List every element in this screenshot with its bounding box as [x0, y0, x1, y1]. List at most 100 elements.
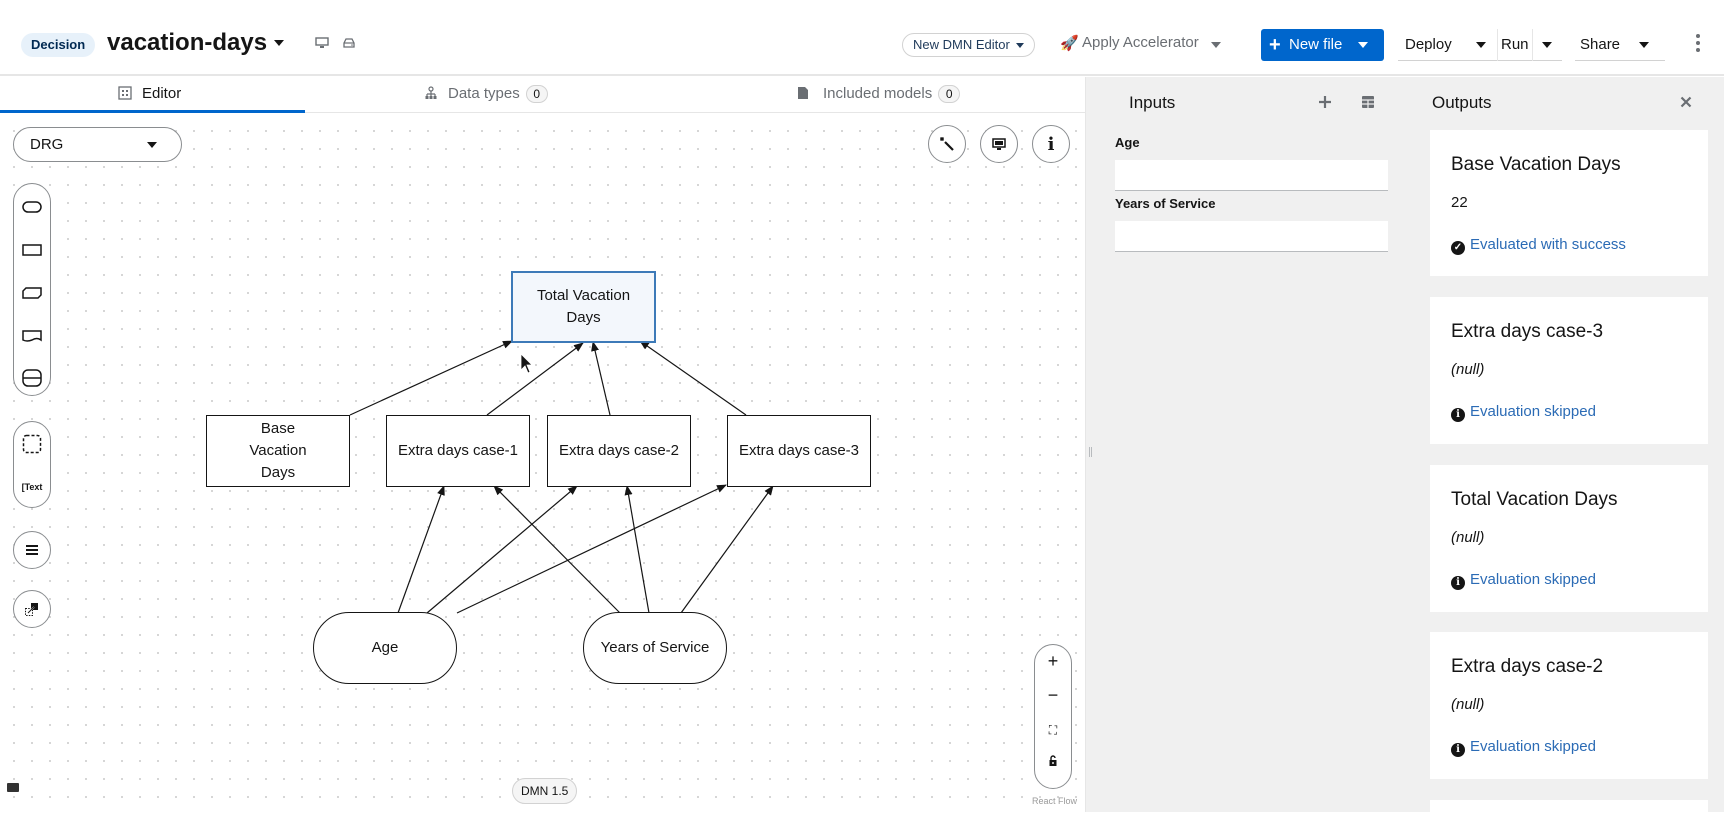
node-label: Total Vacation Days [536, 287, 631, 326]
table-view-icon[interactable] [1361, 95, 1375, 109]
title-dropdown-icon[interactable] [274, 40, 284, 46]
edge-yos-to-case3[interactable] [680, 485, 774, 614]
data-types-icon [425, 86, 437, 99]
list-icon [26, 545, 38, 555]
age-input[interactable] [1115, 160, 1388, 191]
chevron-down-icon [1015, 43, 1024, 49]
text-annotation-tool[interactable]: [Text [20, 477, 44, 497]
years-of-service-input[interactable] [1115, 221, 1388, 252]
text-tool-label: Text [24, 482, 43, 492]
lock-button[interactable] [1035, 755, 1071, 770]
edge-base-to-total[interactable] [349, 340, 513, 416]
diagram-canvas[interactable]: DRG i [Text [0, 114, 1085, 812]
file-title[interactable]: vacation-days [107, 29, 268, 56]
monitor-icon [992, 138, 1006, 150]
drg-view-select[interactable]: DRG [13, 127, 182, 162]
auto-layout-button[interactable] [928, 125, 966, 163]
status-label: Evaluation skipped [1470, 738, 1596, 755]
chevron-down-icon [1476, 42, 1486, 48]
apply-accelerator-button[interactable]: Apply Accelerator [1082, 34, 1199, 51]
input-data-node-tool[interactable] [22, 197, 42, 217]
magic-wand-icon [940, 137, 954, 151]
decision-node-extra-days-case-1[interactable]: Extra days case-1 [386, 415, 530, 487]
run-label: Run [1501, 36, 1529, 53]
output-card-title: Extra days case-3 [1451, 321, 1604, 342]
chevron-down-icon [1639, 42, 1649, 48]
input-node-age[interactable]: Age [313, 612, 457, 684]
decision-node-base-vacation-days[interactable]: Base Vacation Days [206, 415, 350, 487]
new-file-button[interactable]: + New file [1261, 29, 1384, 61]
grip-icon [1089, 447, 1092, 457]
lock-icon [1049, 755, 1057, 766]
fit-view-icon: ⛶ [1048, 723, 1058, 737]
info-button[interactable]: i [1032, 125, 1070, 163]
drive-icon[interactable] [342, 37, 356, 49]
drg-nodes-list-button[interactable] [13, 531, 51, 569]
knowledge-source-node-tool[interactable] [22, 326, 42, 346]
tab-editor[interactable]: Editor [118, 77, 181, 113]
info-circle-icon: i [1451, 743, 1465, 757]
app-header: Decision vacation-days New DMN Editor 🚀 … [0, 0, 1724, 76]
external-nodes-button[interactable] [13, 590, 51, 628]
annotation-palette: [Text [13, 421, 51, 508]
node-label: Years of Service [600, 639, 710, 656]
kebab-menu-icon[interactable] [1696, 34, 1700, 55]
mouse-cursor-icon [520, 353, 533, 374]
decision-service-node-tool[interactable] [22, 368, 42, 388]
decision-node-tool[interactable] [22, 240, 42, 260]
add-input-icon[interactable] [1318, 95, 1332, 109]
edge-age-to-case3[interactable] [456, 484, 727, 614]
edge-case2-to-total[interactable] [591, 341, 611, 416]
node-label: Extra days case-2 [558, 442, 680, 459]
decision-service-shape-icon [22, 369, 42, 387]
deploy-button[interactable]: Deploy [1398, 29, 1498, 61]
node-label: Extra days case-3 [738, 442, 860, 459]
count-badge: 0 [525, 85, 548, 103]
external-node-icon [25, 603, 38, 616]
dashed-group-icon [22, 434, 42, 454]
edge-age-to-case1[interactable] [397, 485, 445, 614]
react-flow-attribution[interactable]: React Flow [1032, 796, 1078, 806]
status-label: Evaluation skipped [1470, 571, 1596, 588]
group-tool[interactable] [22, 434, 42, 454]
dmn-version-badge[interactable]: DMN 1.5 [512, 778, 578, 804]
decision-node-extra-days-case-3[interactable]: Extra days case-3 [727, 415, 871, 487]
input-node-years-of-service[interactable]: Years of Service [583, 612, 727, 684]
edge-age-to-case2[interactable] [426, 485, 578, 614]
edge-yos-to-case2[interactable] [624, 485, 650, 614]
edge-case3-to-total[interactable] [639, 340, 747, 416]
active-tab-indicator [0, 110, 305, 113]
bkm-shape-icon [22, 287, 42, 299]
new-dmn-editor-toggle[interactable]: New DMN Editor [902, 33, 1035, 57]
overlays-button[interactable] [980, 125, 1018, 163]
deploy-label: Deploy [1405, 36, 1452, 53]
edge-case1-to-total[interactable] [486, 342, 584, 416]
share-label: Share [1580, 36, 1621, 53]
minus-icon: − [1047, 685, 1059, 705]
fit-view-button[interactable]: ⛶ [1035, 723, 1071, 738]
outputs-title: Outputs [1432, 93, 1492, 112]
share-button[interactable]: Share [1575, 29, 1665, 61]
output-card-title: Extra days case-2 [1451, 656, 1604, 677]
accelerator-dropdown-icon[interactable] [1211, 42, 1221, 48]
keyboard-shortcuts-icon[interactable] [7, 783, 19, 792]
info-circle-icon: i [1451, 576, 1465, 590]
edge-yos-to-case1[interactable] [493, 485, 621, 614]
run-button[interactable]: Run [1498, 29, 1562, 61]
desktop-icon[interactable] [315, 37, 329, 49]
close-icon[interactable] [1680, 96, 1692, 108]
plus-icon: + [1269, 34, 1281, 56]
decision-node-total-vacation-days[interactable]: Total Vacation Days [511, 271, 656, 343]
zoom-out-button[interactable]: − [1035, 685, 1071, 706]
count-badge: 0 [938, 85, 961, 103]
panel-resize-handle[interactable] [1085, 77, 1094, 812]
zoom-in-button[interactable]: + [1035, 651, 1071, 672]
node-label: Base Vacation Days [249, 420, 307, 481]
chevron-down-icon [147, 142, 157, 148]
decision-node-extra-days-case-2[interactable]: Extra days case-2 [547, 415, 691, 487]
bkm-node-tool[interactable] [22, 283, 42, 303]
